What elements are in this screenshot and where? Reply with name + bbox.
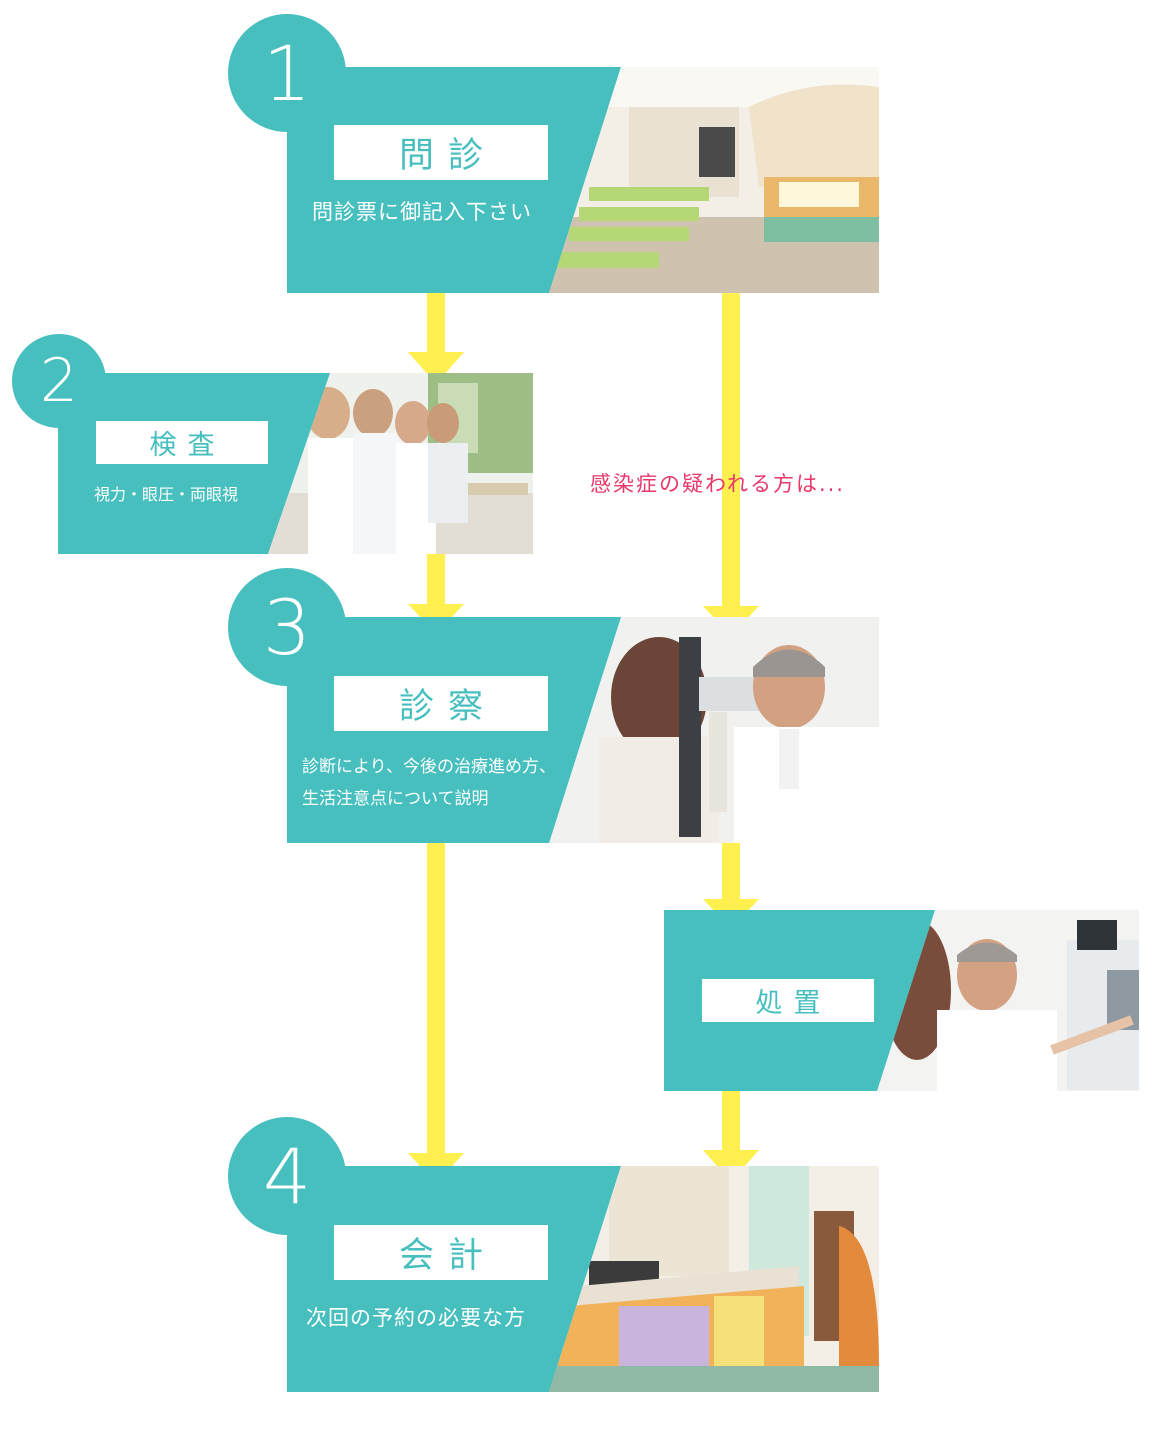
- doctor-treatment-photo: [877, 910, 1139, 1091]
- examination-staff-photo: [268, 373, 533, 554]
- arrow-shaft-2-3: [427, 554, 445, 606]
- step-3-subtitle-line-1: 診断により、今後の治療進め方、: [302, 757, 556, 777]
- arrow-shaft-3-treat: [722, 843, 740, 901]
- arrow-head-1-2: [408, 352, 464, 384]
- step-2-title: 検査: [96, 421, 268, 464]
- step-2-number: 2: [12, 334, 106, 428]
- step-4-subtitle: 次回の予約の必要な方: [306, 1306, 526, 1330]
- step-1-title: 問診: [334, 125, 548, 180]
- arrow-shaft-treat-4: [722, 1090, 740, 1152]
- reception-desk-photo: [549, 1166, 879, 1392]
- step-3-number: 3: [228, 568, 346, 686]
- step-1-subtitle: 問診票に御記入下さい: [312, 200, 532, 224]
- step-2-subtitle: 視力・眼圧・両眼視: [94, 485, 239, 504]
- arrow-shaft-1-2: [427, 292, 445, 354]
- arrow-shaft-1-3: [722, 292, 740, 608]
- treatment-title: 処置: [702, 979, 874, 1022]
- infection-note: 感染症の疑われる方は...: [590, 472, 845, 496]
- step-1-number: 1: [228, 14, 346, 132]
- arrow-shaft-3-4: [427, 843, 445, 1155]
- step-3-subtitle-line-2: 生活注意点について説明: [302, 789, 489, 809]
- step-3-title: 診察: [334, 676, 548, 731]
- step-4-number: 4: [228, 1117, 346, 1235]
- step-4-title: 会計: [334, 1225, 548, 1280]
